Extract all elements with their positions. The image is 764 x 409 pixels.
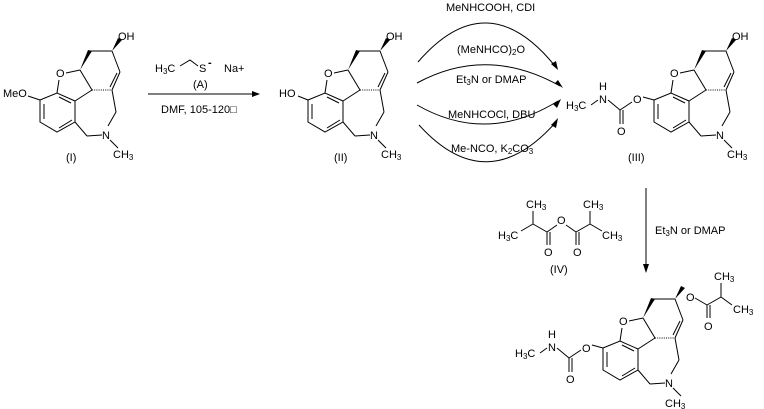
n-methyl-label: CH3: [381, 149, 402, 162]
n-methyl-label: CH3: [665, 398, 686, 409]
reagent-h3c: H3C: [155, 63, 175, 76]
compound-III: O OH N CH3 O O N H H3C (III): [566, 31, 749, 164]
compound-IV: H3C CH3 O O O CH3 CH3 (IV): [498, 199, 623, 276]
carbamate-hydrogen: H: [599, 81, 607, 93]
ester-oxygen: O: [686, 292, 695, 304]
step1-conditions: DMF, 105-120□: [161, 104, 237, 116]
route-2-base: Et3N or DMAP: [456, 74, 526, 87]
carbamate-link-oxygen: O: [582, 343, 591, 355]
anhydride-carbonyl-oxygen-2: O: [573, 247, 582, 259]
anhydride-right-ch3-top: CH3: [583, 199, 604, 212]
step3-arrow: Et3N or DMAP: [643, 188, 725, 273]
compound-I: MeO O OH N CH3 (I): [3, 31, 135, 164]
ring-oxygen-label: O: [56, 68, 65, 80]
reagent-sulfur: S: [199, 63, 206, 75]
route-4-reagents: Me-NCO, K2CO3: [451, 143, 534, 156]
n-methyl-label: CH3: [113, 149, 134, 162]
hydroxy-label: HO: [279, 88, 296, 100]
ring-oxygen-label: O: [619, 316, 628, 328]
ring-oxygen-label: O: [670, 68, 679, 80]
nitrogen-label: N: [665, 378, 673, 390]
carbamate-methyl: H3C: [566, 100, 586, 113]
nitrogen-label: N: [716, 130, 724, 142]
anhydride-carbonyl-oxygen-1: O: [544, 247, 553, 259]
anhydride-left-h3c: H3C: [498, 230, 518, 243]
ester-ch3: CH3: [733, 304, 754, 317]
carbamate-link-oxygen: O: [633, 94, 642, 106]
route-2-reagents: (MeNHCO)2O: [457, 44, 525, 57]
anhydride-bridge-oxygen: O: [557, 215, 566, 227]
compound-III-label: (III): [628, 152, 645, 164]
step3-conditions: Et3N or DMAP: [655, 225, 725, 238]
reagent-A-label: (A): [193, 79, 208, 91]
reagent-counterion: Na+: [224, 63, 245, 75]
carbamate-hydrogen: H: [548, 329, 556, 341]
step1-arrow: H3C S - Na+ (A) DMF, 105-120□: [148, 57, 260, 116]
carbamate-nitrogen: N: [548, 342, 556, 354]
hydroxyl-label: OH: [118, 31, 135, 43]
hydroxyl-label: OH: [732, 31, 749, 43]
step2-arrows: MeNHCOOH, CDI (MeNHCO)2O Et3N or DMAP Me…: [416, 2, 563, 163]
carbamate-nitrogen: N: [599, 94, 607, 106]
compound-I-label: (I): [66, 152, 76, 164]
hydroxyl-label: OH: [386, 31, 403, 43]
compound-IV-label: (IV): [550, 264, 568, 276]
ring-oxygen-label: O: [324, 68, 333, 80]
route-1-reagents: MeNHCOOH, CDI: [446, 2, 535, 14]
carbamate-methyl: H3C: [515, 348, 535, 361]
methoxy-label: MeO: [3, 88, 27, 100]
compound-II: HO O OH N CH3 (II): [279, 31, 403, 164]
carbamate-carbonyl-oxygen: O: [566, 374, 575, 386]
ester-carbonyl-oxygen: O: [704, 321, 713, 333]
anhydride-left-ch3: CH3: [526, 199, 547, 212]
anhydride-right-ch3: CH3: [602, 230, 623, 243]
compound-II-label: (II): [334, 152, 347, 164]
nitrogen-label: N: [370, 130, 378, 142]
final-product: O CH3 N O O CH3 CH3 O O N H H3C: [515, 271, 754, 409]
route-3-reagents: MeNHCOCl, DBU: [448, 109, 535, 121]
carbamate-carbonyl-oxygen: O: [617, 126, 626, 138]
reagent-charge: -: [208, 57, 212, 69]
ester-ch3-top: CH3: [714, 271, 735, 284]
n-methyl-label: CH3: [727, 149, 748, 162]
nitrogen-label: N: [102, 130, 110, 142]
